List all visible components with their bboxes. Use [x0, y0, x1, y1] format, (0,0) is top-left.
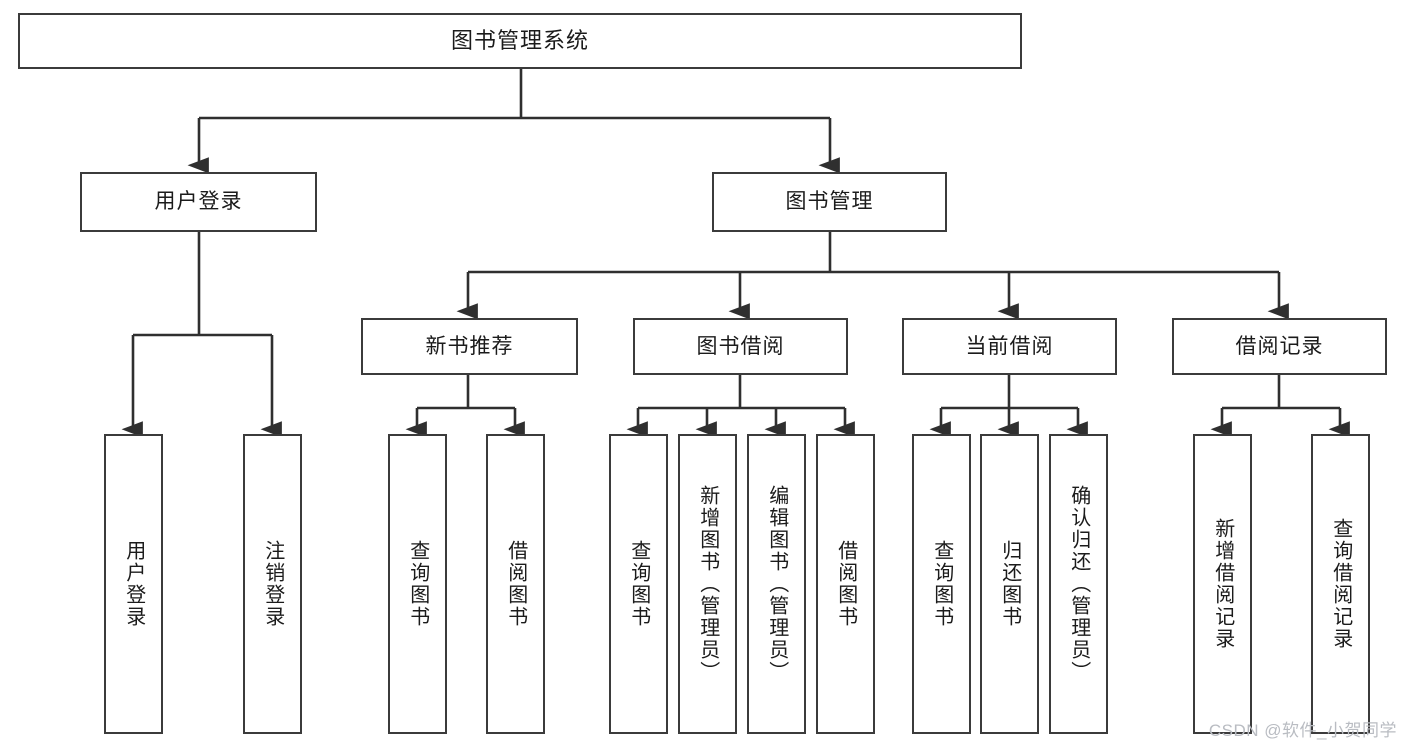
- node-label: 当前借阅: [965, 334, 1054, 358]
- node-leaf-query-record[interactable]: 查询借阅记录: [1311, 434, 1370, 734]
- node-leaf-add-book[interactable]: 新增图书（管理员）: [678, 434, 737, 734]
- node-book-manage[interactable]: 图书管理: [712, 172, 947, 232]
- node-label: 新增图书（管理员）: [696, 485, 719, 683]
- node-leaf-borrow-book-1[interactable]: 借阅图书: [486, 434, 545, 734]
- node-book-borrow[interactable]: 图书借阅: [633, 318, 848, 375]
- node-label: 查询图书: [406, 540, 429, 628]
- node-label: 图书管理: [785, 190, 874, 214]
- node-label: 查询图书: [930, 540, 953, 628]
- node-label: 图书借阅: [696, 334, 785, 358]
- node-borrow-record[interactable]: 借阅记录: [1172, 318, 1387, 375]
- node-label: 用户登录: [154, 190, 243, 214]
- node-label: 归还图书: [998, 540, 1021, 628]
- node-leaf-user-logout[interactable]: 注销登录: [243, 434, 302, 734]
- node-root-system[interactable]: 图书管理系统: [18, 13, 1022, 69]
- node-label: 新书推荐: [425, 334, 514, 358]
- node-leaf-query-book-3[interactable]: 查询图书: [912, 434, 971, 734]
- node-label: 查询图书: [627, 540, 650, 628]
- node-new-book-recommend[interactable]: 新书推荐: [361, 318, 578, 375]
- node-user-login[interactable]: 用户登录: [80, 172, 317, 232]
- node-label: 查询借阅记录: [1329, 518, 1352, 650]
- node-label: 借阅图书: [834, 540, 857, 628]
- node-label: 图书管理系统: [450, 27, 589, 53]
- node-label: 编辑图书（管理员）: [765, 485, 788, 683]
- node-label: 确认归还（管理员）: [1067, 485, 1090, 683]
- node-current-borrow[interactable]: 当前借阅: [902, 318, 1117, 375]
- node-leaf-confirm-return[interactable]: 确认归还（管理员）: [1049, 434, 1108, 734]
- node-label: 用户登录: [122, 540, 145, 628]
- node-leaf-user-login[interactable]: 用户登录: [104, 434, 163, 734]
- node-label: 新增借阅记录: [1211, 518, 1234, 650]
- node-label: 借阅记录: [1235, 334, 1324, 358]
- node-leaf-borrow-book-2[interactable]: 借阅图书: [816, 434, 875, 734]
- node-leaf-return-book[interactable]: 归还图书: [980, 434, 1039, 734]
- node-leaf-edit-book[interactable]: 编辑图书（管理员）: [747, 434, 806, 734]
- node-label: 注销登录: [261, 540, 284, 628]
- node-leaf-add-record[interactable]: 新增借阅记录: [1193, 434, 1252, 734]
- node-leaf-query-book-2[interactable]: 查询图书: [609, 434, 668, 734]
- node-label: 借阅图书: [504, 540, 527, 628]
- node-leaf-query-book-1[interactable]: 查询图书: [388, 434, 447, 734]
